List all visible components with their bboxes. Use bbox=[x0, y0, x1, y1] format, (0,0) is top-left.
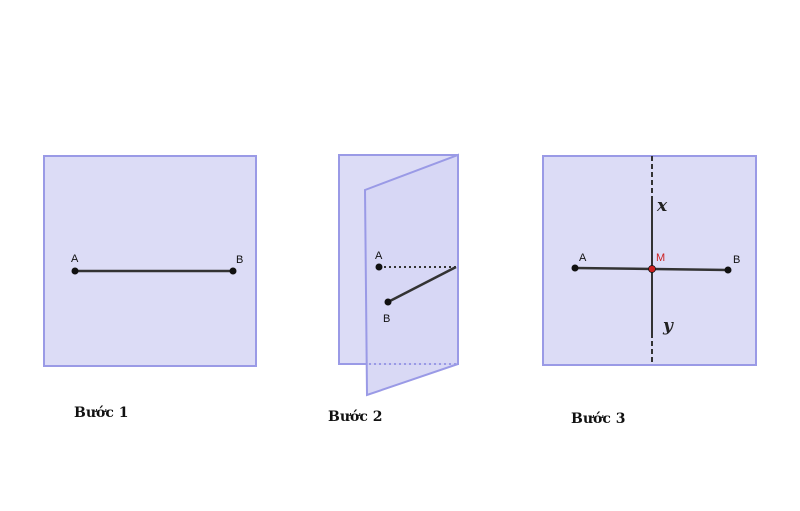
step-1-point-b bbox=[229, 267, 237, 275]
step-2-caption: Bước 2 bbox=[328, 409, 383, 425]
step-3-caption: Bước 3 bbox=[571, 411, 626, 427]
step-1-label-a: A bbox=[71, 253, 79, 265]
step-1-label-b: B bbox=[236, 254, 243, 266]
step-1-square bbox=[43, 155, 257, 367]
step-3-square bbox=[542, 155, 757, 366]
step-3-group: A B M x y Bước 3 bbox=[542, 155, 757, 427]
step-2-group: A B Bước 2 bbox=[328, 153, 459, 425]
step-1-point-a bbox=[71, 267, 79, 275]
step-3-label-b: B bbox=[733, 254, 740, 266]
step-3-point-a bbox=[571, 264, 579, 272]
step-3-label-a: A bbox=[579, 252, 587, 264]
step-3-label-x: x bbox=[656, 196, 668, 216]
step-3-point-b bbox=[724, 266, 732, 274]
step-1-caption: Bước 1 bbox=[74, 405, 129, 421]
step-3-label-m: M bbox=[656, 252, 665, 264]
step-1-group: A B Bước 1 bbox=[43, 155, 257, 421]
step-2-folded-flap bbox=[363, 153, 459, 397]
step-2-point-b bbox=[384, 298, 392, 306]
step-2-label-a: A bbox=[375, 250, 383, 262]
step-3-label-y: y bbox=[662, 316, 674, 336]
step-2-label-b: B bbox=[383, 313, 390, 325]
step-2-point-a bbox=[375, 263, 383, 271]
step-3-midpoint-m bbox=[648, 265, 656, 273]
step-2-visible-segment bbox=[387, 265, 457, 304]
